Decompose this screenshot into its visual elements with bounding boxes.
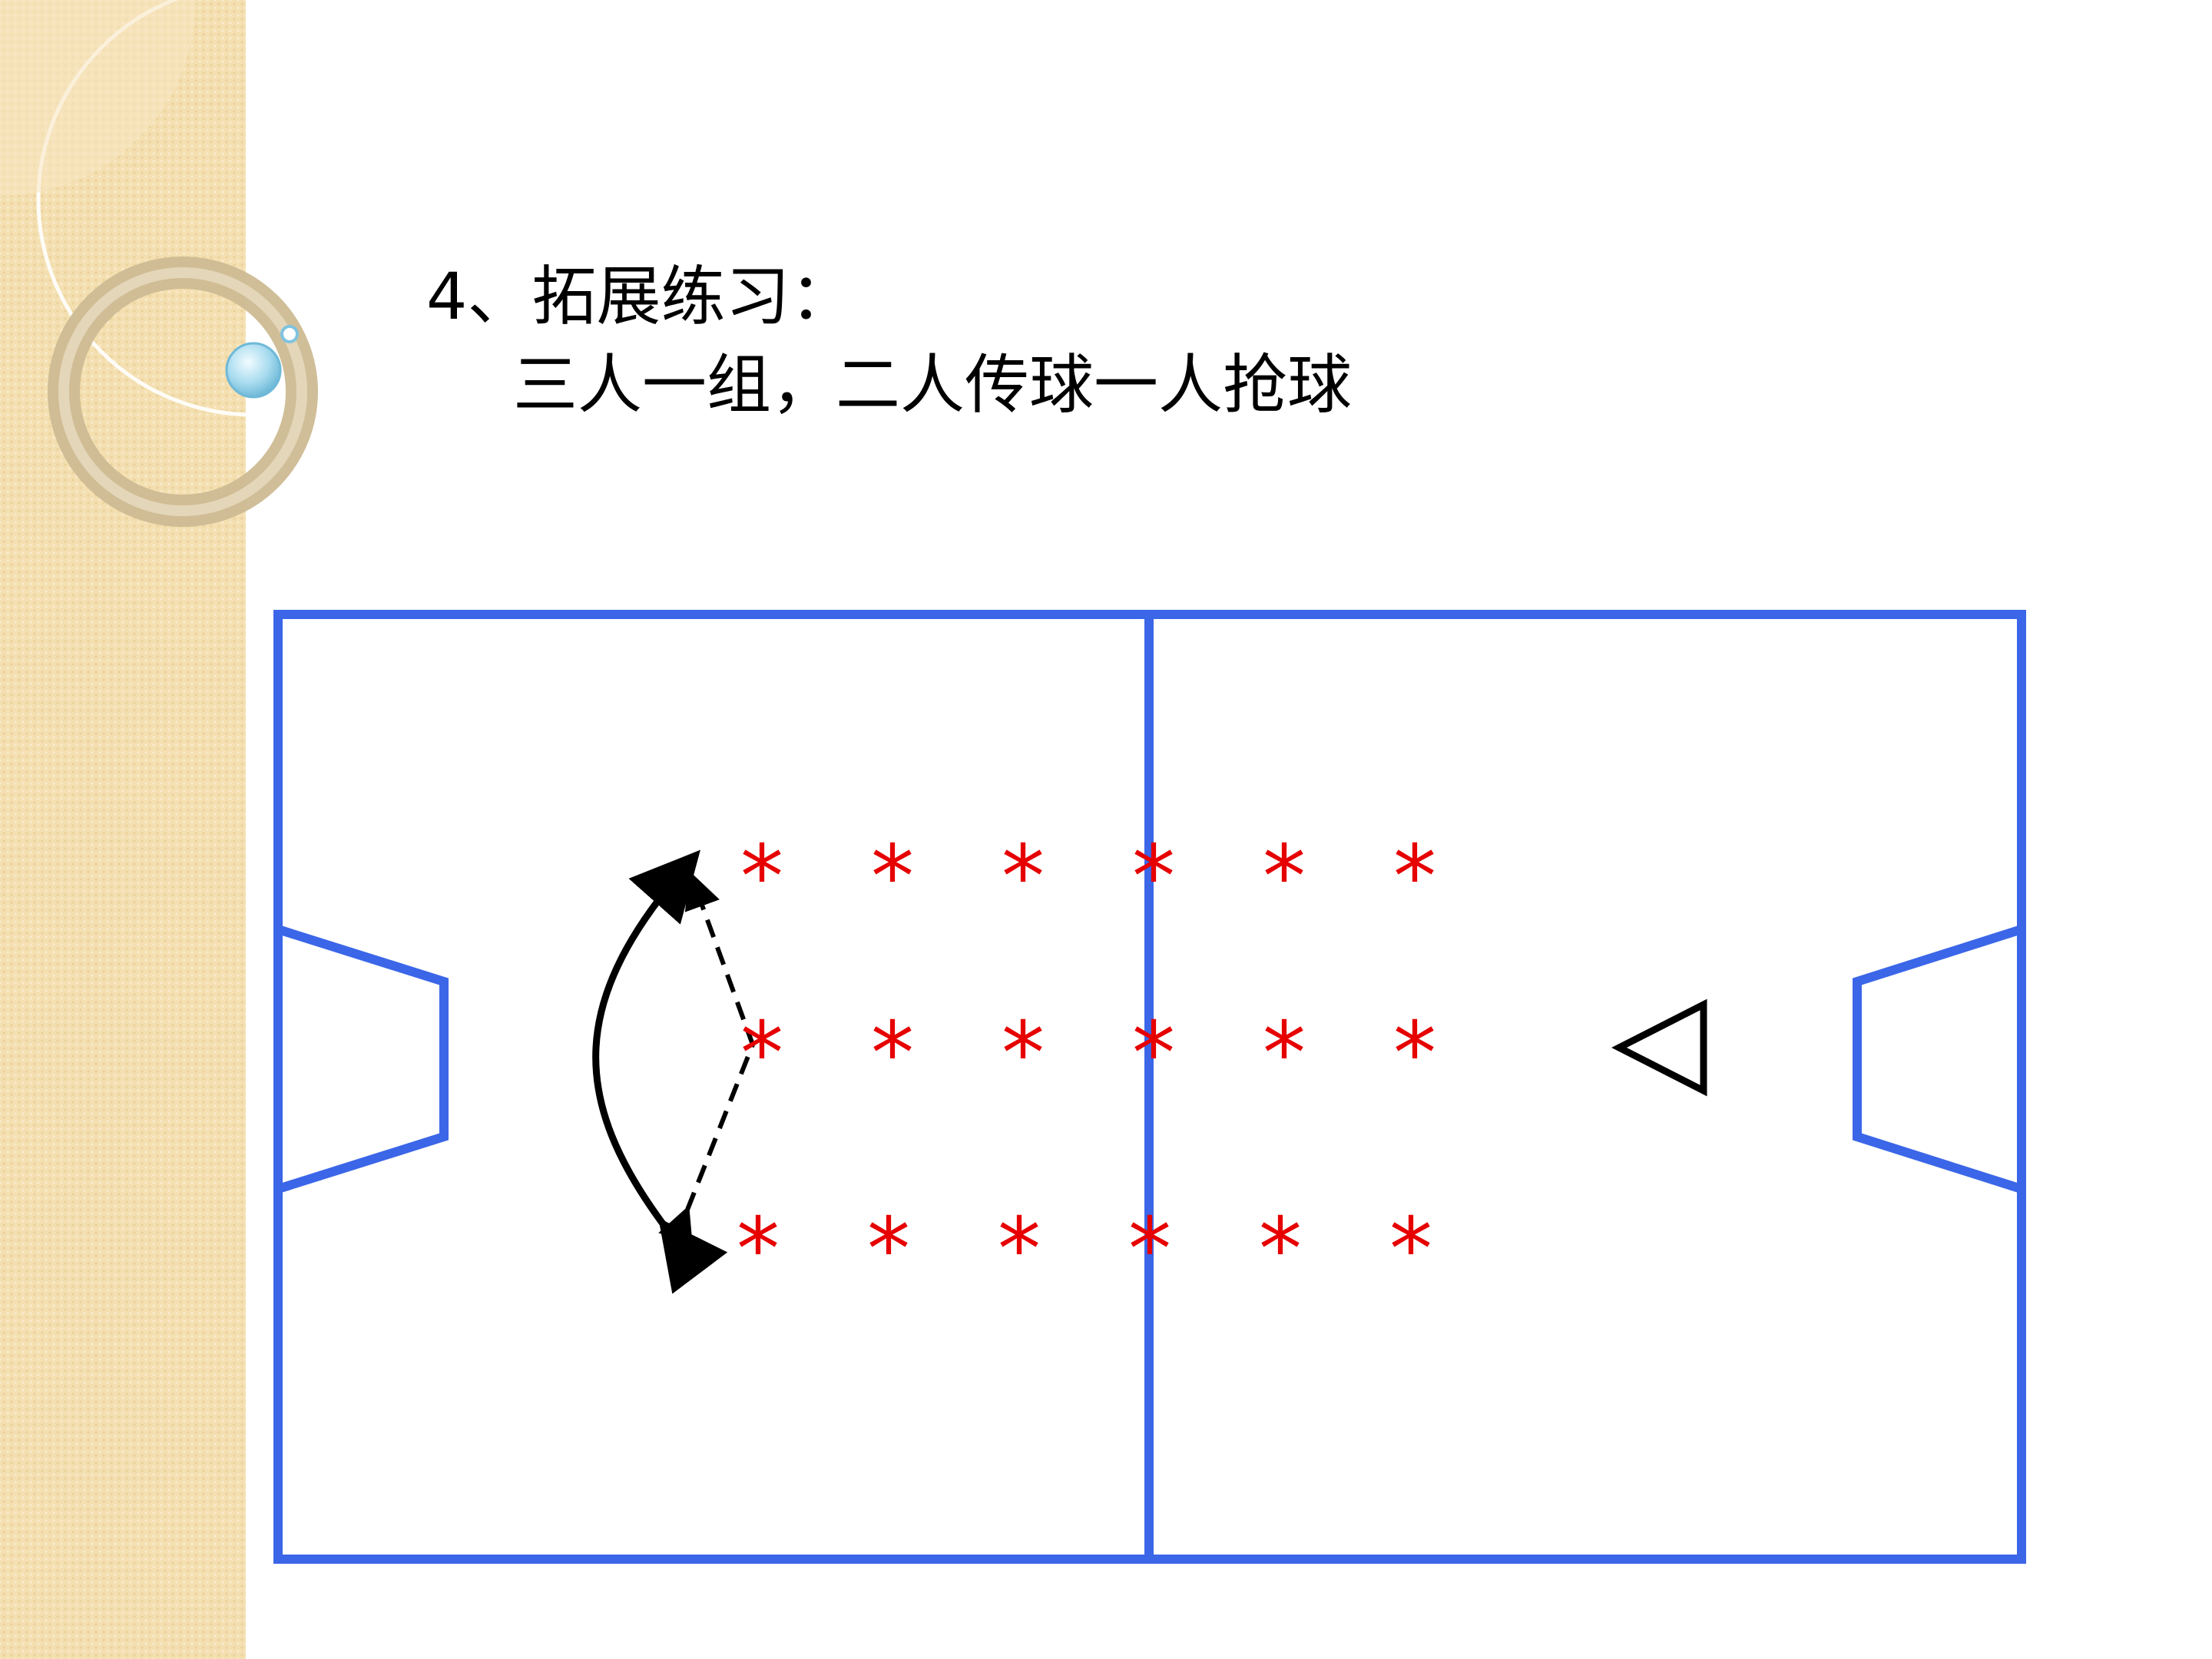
player-marker-r3-c5: * [1259,1200,1302,1300]
slide-subheading: 三人一组，二人传球一人抢球 [513,347,1353,422]
thick-ring-highlight [58,267,307,516]
player-marker-r2-c6: * [1393,1004,1436,1104]
slide-heading: 4、拓展练习： [426,259,855,334]
defender-triangle-icon [1611,998,1707,1097]
player-marker-r2-c3: * [1002,1004,1045,1104]
player-marker-r2-c4: * [1132,1004,1175,1104]
player-marker-r3-c1: * [737,1200,780,1300]
player-marker-r1-c1: * [740,827,783,927]
player-marker-r1-c4: * [1132,827,1175,927]
quarter-ring-shade [0,0,196,196]
player-marker-r2-c1: * [740,1004,783,1104]
small-bubble-icon [280,325,299,343]
bubble-icon [225,342,282,399]
player-marker-r2-c5: * [1263,1004,1306,1104]
player-marker-r1-c5: * [1263,827,1306,927]
player-marker-r3-c3: * [998,1200,1041,1300]
player-marker-r1-c3: * [1002,827,1045,927]
player-marker-r3-c4: * [1128,1200,1171,1300]
player-marker-r3-c6: * [1389,1200,1432,1300]
pass-arrow-dashed [658,871,756,1247]
left-goal-area [276,925,449,1194]
decorative-rings [0,0,323,527]
dribble-arrow-curve [592,849,728,1294]
right-goal-area [1853,925,2023,1194]
player-marker-r2-c2: * [871,1004,914,1104]
player-marker-r3-c2: * [867,1200,910,1300]
player-markers: * * * * * * * * * * * * * * * * * * [737,827,1436,1300]
player-marker-r1-c2: * [871,827,914,927]
player-marker-r1-c6: * [1393,827,1436,927]
large-thin-ring [36,0,323,417]
